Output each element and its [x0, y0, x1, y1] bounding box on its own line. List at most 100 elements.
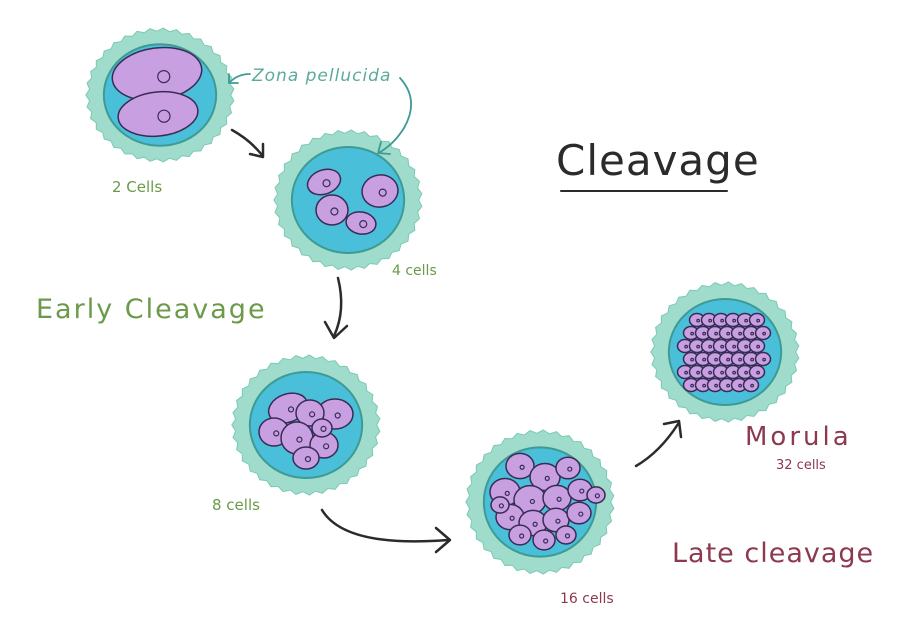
- nucleus-2-cells: [157, 109, 171, 123]
- nucleus-16-cells: [532, 521, 538, 527]
- pointer-to-2cell-head: [228, 73, 239, 84]
- nucleus-16-cells: [543, 538, 549, 544]
- stage-label-2-cells: 2 Cells: [112, 178, 163, 196]
- nucleus-16-cells: [529, 498, 536, 505]
- nucleus-16-cells: [519, 533, 525, 539]
- nucleus-32-cells: [708, 370, 713, 375]
- nucleus-32-cells: [756, 370, 761, 375]
- nucleus-32-cells: [714, 383, 719, 388]
- nucleus-4-cells: [322, 179, 331, 188]
- nucleus-32-cells: [756, 318, 761, 323]
- embryo-2-cells: [85, 27, 235, 163]
- nucleus-32-cells: [690, 357, 695, 362]
- embryo-32-cells: [650, 281, 800, 423]
- nucleus-32-cells: [684, 344, 689, 349]
- nucleus-32-cells: [732, 344, 737, 349]
- arrow-4-to-8: [332, 276, 343, 338]
- nucleus-32-cells: [720, 318, 725, 323]
- arrow-16-to-morula-head: [662, 419, 683, 439]
- nucleus-32-cells: [744, 318, 749, 323]
- nucleus-16-cells: [544, 475, 550, 481]
- embryo-4-cells: [273, 129, 423, 271]
- nucleus-32-cells: [720, 370, 725, 375]
- stage-label-8-cells: 8 cells: [212, 496, 260, 514]
- stage-label-16-cells: 16 cells: [560, 591, 614, 607]
- arrow-4-to-8-head: [323, 320, 349, 340]
- nucleus-32-cells: [738, 331, 743, 336]
- nucleus-8-cells: [273, 430, 280, 437]
- stage-label-32-cells: 32 cells: [776, 458, 826, 473]
- nucleus-32-cells: [750, 383, 755, 388]
- nucleus-16-cells: [556, 496, 562, 502]
- nucleus-8-cells: [304, 456, 312, 463]
- nucleus-32-cells: [738, 383, 743, 388]
- arrow-2-to-4: [230, 128, 264, 157]
- nucleus-16-cells: [504, 490, 510, 496]
- nucleus-32-cells: [696, 370, 701, 375]
- nucleus-32-cells: [714, 357, 719, 362]
- nucleus-16-cells: [519, 464, 525, 470]
- nucleus-4-cells: [330, 207, 339, 216]
- embryo-8-cells: [231, 354, 381, 496]
- title-underline: [560, 190, 728, 192]
- nucleus-8-cells: [287, 406, 295, 413]
- nucleus-32-cells: [690, 331, 695, 336]
- nucleus-32-cells: [750, 331, 755, 336]
- blastomere-4-cells: [306, 168, 342, 196]
- nucleus-32-cells: [696, 344, 701, 349]
- nucleus-2-cells: [157, 69, 171, 84]
- nucleus-16-cells: [555, 518, 561, 524]
- nucleus-16-cells: [578, 511, 584, 517]
- blastomere-8-cells: [311, 418, 333, 438]
- nucleus-16-cells: [564, 533, 571, 539]
- nucleus-16-cells: [509, 515, 515, 521]
- embryo-16-cells: [465, 429, 615, 575]
- nucleus-16-cells: [498, 503, 504, 509]
- arrow-8-to-16: [320, 508, 450, 543]
- nucleus-8-cells: [334, 412, 341, 419]
- nucleus-32-cells: [744, 344, 749, 349]
- nucleus-32-cells: [720, 344, 725, 349]
- diagram-title: Cleavage: [556, 136, 760, 185]
- embryo-group: [85, 27, 800, 575]
- pointer-to-2cell: [229, 73, 251, 83]
- nucleus-32-cells: [708, 318, 713, 323]
- nucleus-8-cells: [320, 425, 327, 432]
- nucleus-16-cells: [567, 466, 573, 472]
- phase-label-late-cleavage: Late cleavage: [672, 538, 875, 569]
- pointer-to-4cell-head: [376, 141, 391, 155]
- nucleus-32-cells: [702, 357, 707, 362]
- nucleus-8-cells: [309, 411, 316, 418]
- nucleus-32-cells: [726, 383, 731, 388]
- pointer-to-4cell: [379, 77, 412, 153]
- nucleus-32-cells: [684, 370, 689, 375]
- nucleus-32-cells: [738, 357, 743, 362]
- arrow-group: [230, 128, 683, 554]
- stage-label-morula: Morula: [745, 422, 852, 452]
- arrow-2-to-4-head: [248, 142, 265, 159]
- blastomere-4-cells: [345, 211, 377, 235]
- nucleus-32-cells: [708, 344, 713, 349]
- blastomere-4-cells: [315, 194, 349, 226]
- nucleus-32-cells: [732, 318, 737, 323]
- nucleus-32-cells: [714, 331, 719, 336]
- nucleus-32-cells: [726, 331, 731, 336]
- nucleus-32-cells: [732, 370, 737, 375]
- nucleus-4-cells: [378, 188, 387, 197]
- arrow-8-to-16-head: [434, 526, 452, 554]
- zona-pellucida-label: Zona pellucida: [252, 66, 392, 86]
- stage-label-4-cells: 4 cells: [392, 263, 437, 279]
- nucleus-8-cells: [296, 436, 303, 443]
- arrow-16-to-morula: [634, 422, 680, 468]
- phase-label-early-cleavage: Early Cleavage: [36, 294, 267, 325]
- nucleus-32-cells: [744, 370, 749, 375]
- nucleus-16-cells: [579, 488, 585, 494]
- nucleus-32-cells: [750, 357, 755, 362]
- nucleus-32-cells: [702, 331, 707, 336]
- nucleus-8-cells: [323, 443, 330, 450]
- nucleus-4-cells: [359, 220, 368, 229]
- nucleus-32-cells: [762, 357, 767, 362]
- zona-pellucida-pointer: [228, 73, 412, 155]
